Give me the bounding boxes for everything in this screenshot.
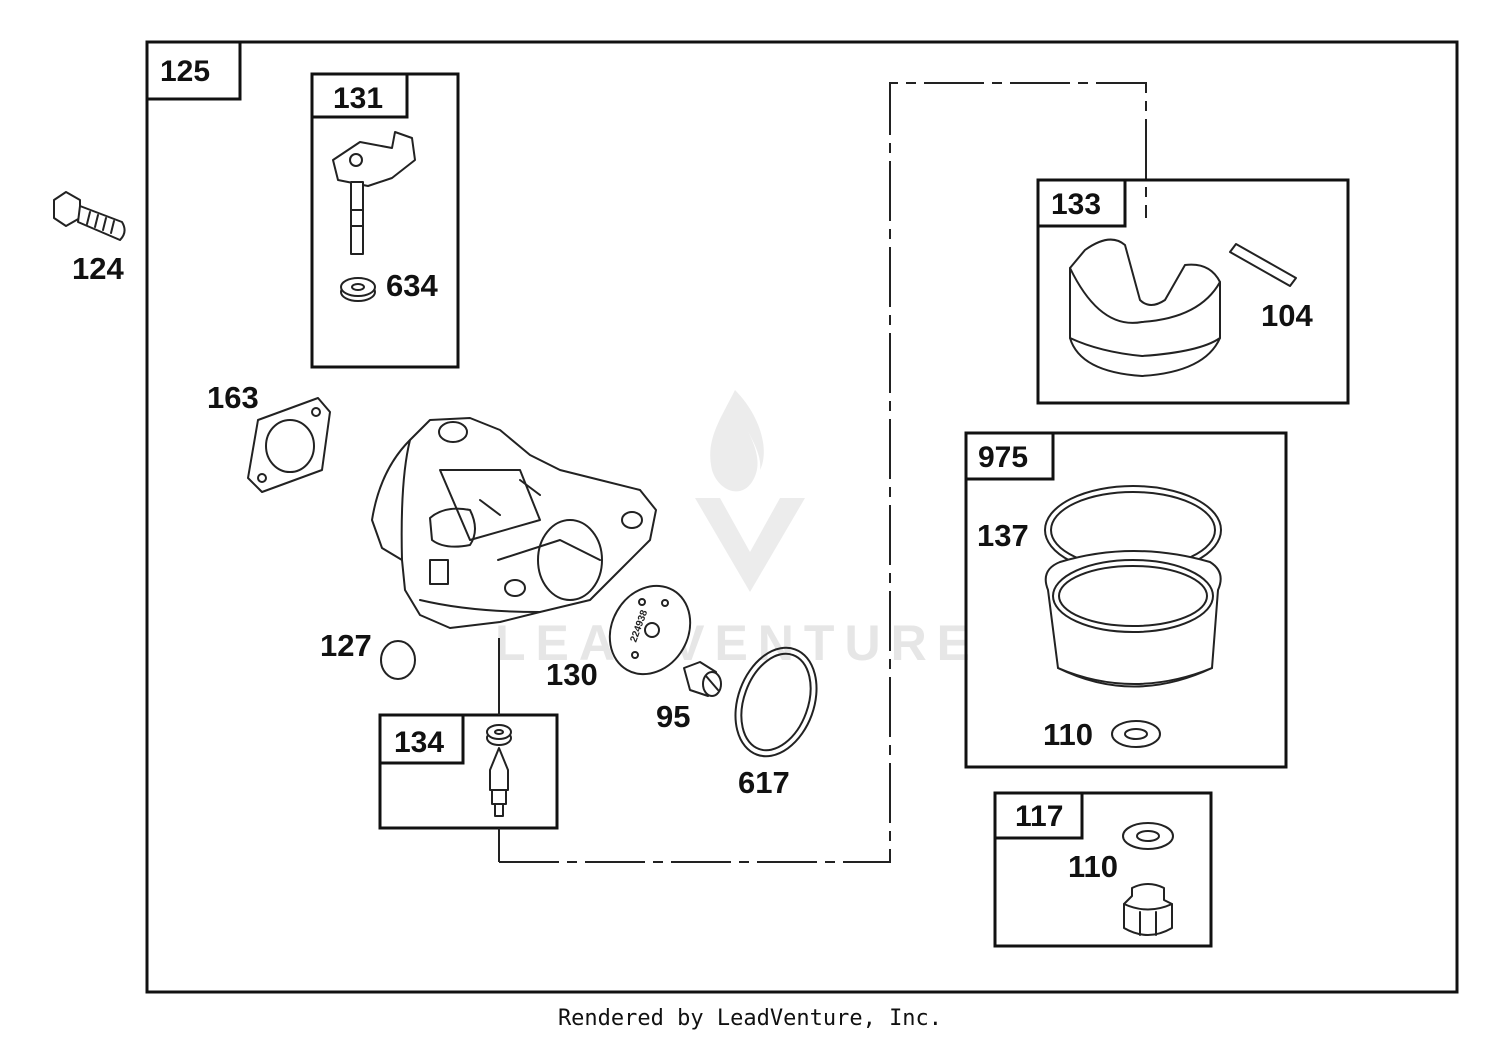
- assembly-frame: [145, 40, 1459, 994]
- callout-110-kit975: 110: [1043, 717, 1093, 752]
- kit-133-label: 133: [1051, 188, 1101, 221]
- assembly-label-box: [145, 40, 242, 101]
- assembly-label: 125: [160, 55, 210, 88]
- callout-110-kit117: 110: [1068, 849, 1118, 884]
- throttle-plate-130[interactable]: 224938: [594, 571, 706, 689]
- exploded-parts-diagram: LEADVENTURE 125 124 131 634 163: [53, 40, 1459, 994]
- callout-137: 137: [977, 518, 1029, 553]
- plug-127[interactable]: [380, 640, 416, 680]
- carburetor-body[interactable]: [371, 417, 657, 629]
- kit-134-label: 134: [394, 726, 444, 759]
- gasket-163[interactable]: [247, 397, 331, 493]
- kit-975-label: 975: [978, 441, 1028, 474]
- kit-133[interactable]: 133: [1036, 178, 1350, 405]
- callout-163: 163: [207, 380, 259, 415]
- callout-95: 95: [656, 699, 690, 734]
- kit-975[interactable]: 975: [964, 431, 1288, 769]
- callout-617: 617: [738, 765, 790, 800]
- callout-130: 130: [546, 657, 598, 692]
- screw-95[interactable]: [683, 661, 722, 697]
- callout-634: 634: [386, 268, 438, 303]
- leader-float: [499, 82, 1147, 863]
- callout-127: 127: [320, 628, 372, 663]
- kit-131-label: 131: [333, 82, 383, 115]
- kit-131[interactable]: 131: [310, 72, 460, 369]
- callout-104: 104: [1261, 298, 1313, 333]
- kit-134[interactable]: 134: [378, 713, 559, 830]
- kit-117[interactable]: 117: [993, 791, 1213, 948]
- footer-credit: Rendered by LeadVenture, Inc.: [557, 1006, 943, 1031]
- bolt-124[interactable]: [53, 191, 126, 241]
- callout-124: 124: [72, 251, 124, 286]
- o-ring-617[interactable]: [721, 636, 831, 767]
- kit-117-label: 117: [1015, 800, 1063, 833]
